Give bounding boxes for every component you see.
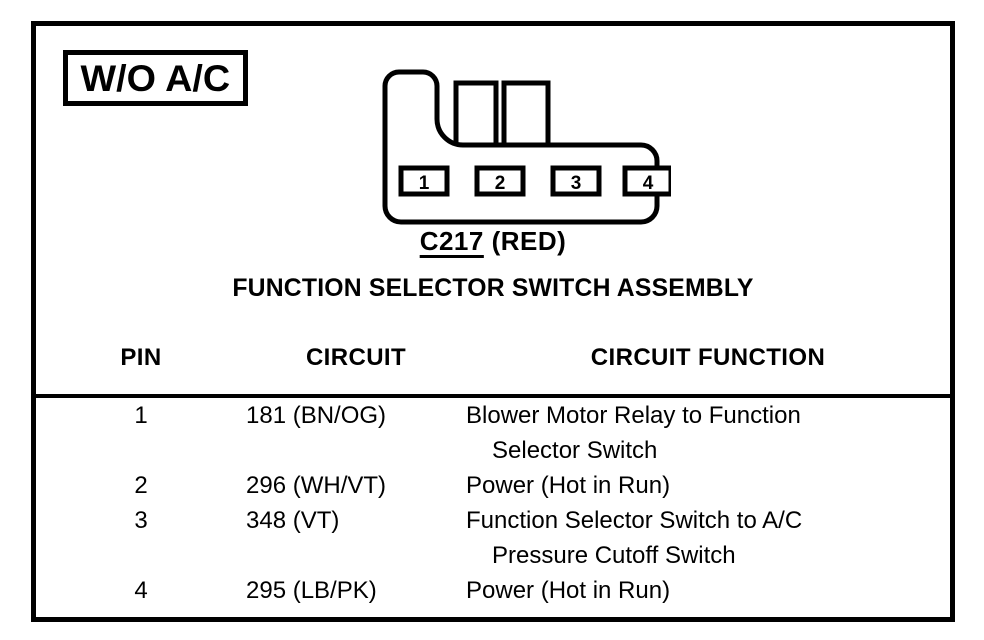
table-row: 3 348 (VT) Function Selector Switch to A…	[36, 503, 950, 573]
pin-marker-2: 2	[495, 173, 506, 194]
table-row: 1 181 (BN/OG) Blower Motor Relay to Func…	[36, 396, 950, 468]
function-line: Power (Hot in Run)	[466, 577, 671, 604]
connector-id-spacer	[484, 226, 492, 256]
variant-label-text: W/O A/C	[80, 57, 231, 99]
column-header-circuit: CIRCUIT	[246, 322, 466, 398]
connector-id-line: C217 (RED)	[36, 226, 950, 257]
cell-circuit-function: Power (Hot in Run)	[466, 468, 950, 503]
connector-color: (RED)	[491, 226, 567, 256]
function-line: Blower Motor Relay to Function	[466, 402, 801, 429]
function-line: Power (Hot in Run)	[466, 472, 671, 499]
pinout-table: PIN CIRCUIT CIRCUIT FUNCTION 1 181 (BN/O…	[36, 322, 950, 608]
cell-pin: 2	[134, 472, 148, 499]
connector-illustration: 1 2 3 4	[341, 61, 671, 231]
connector-assembly-name: FUNCTION SELECTOR SWITCH ASSEMBLY	[232, 274, 754, 302]
table-row: 4 295 (LB/PK) Power (Hot in Run)	[36, 573, 950, 608]
table-row: 2 296 (WH/VT) Power (Hot in Run)	[36, 468, 950, 503]
connector-pin-boxes	[398, 165, 671, 197]
pin-marker-1: 1	[419, 173, 430, 194]
connector-top-tabs	[453, 80, 551, 148]
column-header-pin: PIN	[36, 322, 246, 398]
cell-circuit-function: Blower Motor Relay to Function Selector …	[466, 396, 950, 468]
cell-circuit: 348 (VT)	[246, 507, 340, 534]
cell-circuit-function: Power (Hot in Run)	[466, 573, 950, 608]
connector-title-block: C217 (RED) FUNCTION SELECTOR SWITCH ASSE…	[36, 226, 950, 303]
column-header-circuit-function: CIRCUIT FUNCTION	[466, 322, 950, 398]
variant-label-box: W/O A/C	[63, 50, 248, 106]
connector-id: C217	[419, 226, 484, 256]
cell-circuit: 181 (BN/OG)	[246, 402, 387, 429]
diagram-frame: W/O A/C 1 2 3 4 C2	[31, 21, 955, 622]
cell-pin: 1	[134, 402, 148, 429]
pin-marker-3: 3	[571, 173, 582, 194]
table-header-row: PIN CIRCUIT CIRCUIT FUNCTION	[36, 322, 950, 398]
cell-circuit: 295 (LB/PK)	[246, 577, 377, 604]
cell-circuit: 296 (WH/VT)	[246, 472, 387, 499]
cell-pin: 4	[134, 577, 148, 604]
function-line: Function Selector Switch to A/C	[466, 507, 803, 534]
pin-marker-4: 4	[643, 173, 654, 194]
function-line-continued: Selector Switch	[492, 437, 658, 464]
function-line-continued: Pressure Cutoff Switch	[492, 542, 736, 569]
cell-pin: 3	[134, 507, 148, 534]
cell-circuit-function: Function Selector Switch to A/C Pressure…	[466, 503, 950, 573]
